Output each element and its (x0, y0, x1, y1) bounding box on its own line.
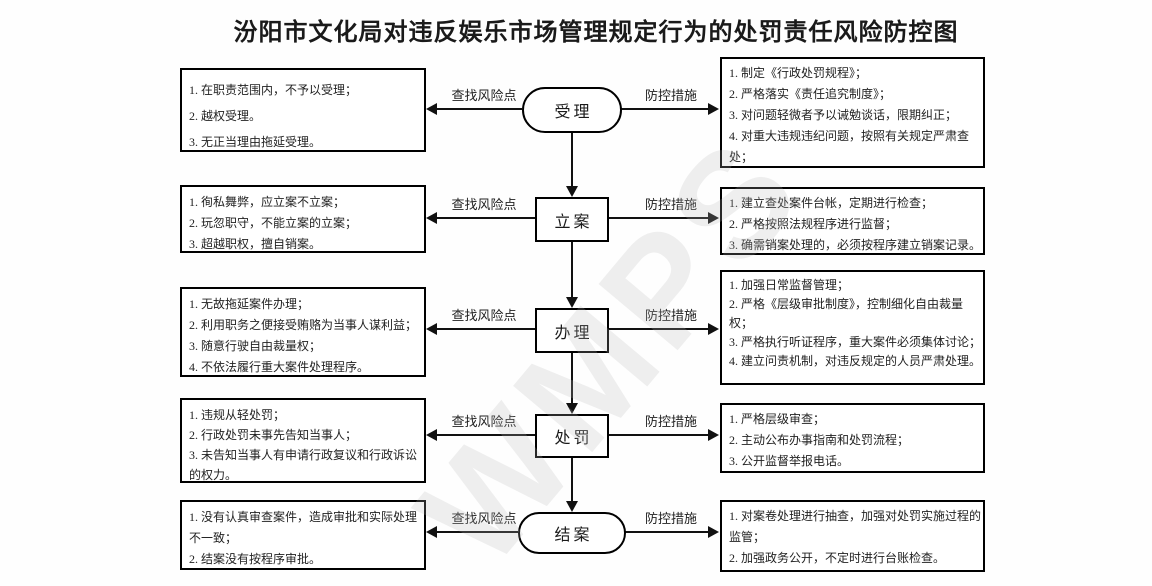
prevention-label: 防控措施 (644, 88, 697, 103)
find-risk-label: 查找风险点 (451, 414, 517, 429)
arrow-head-right-icon (708, 323, 719, 335)
find-risk-label: 查找风险点 (451, 308, 517, 323)
arrow-head-right-icon (708, 103, 719, 115)
stage-node-handle: 办理 (535, 308, 609, 353)
prevention-label: 防控措施 (644, 414, 697, 429)
arrow-head-left-icon (426, 212, 437, 224)
arrow-line (436, 328, 535, 330)
measures-box-file: 1. 建立查处案件台帐，定期进行检查； 2. 严格按照法规程序进行监督； 3. … (720, 187, 985, 255)
arrow-line (436, 531, 518, 533)
arrow-head-left-icon (426, 323, 437, 335)
prevention-label: 防控措施 (644, 197, 697, 212)
arrow-head-right-icon (708, 429, 719, 441)
stage-node-accept: 受理 (522, 87, 622, 133)
arrow-head-down-icon (566, 297, 578, 308)
arrow-line (436, 434, 535, 436)
arrow-head-right-icon (708, 526, 719, 538)
risk-box-close: 1. 没有认真审查案件，造成审批和实际处理不一致； 2. 结案没有按程序审批。 (180, 500, 426, 570)
connector-line (571, 458, 573, 503)
measures-box-close: 1. 对案卷处理进行抽查，加强对处罚实施过程的监管； 2. 加强政务公开，不定时… (720, 500, 985, 572)
arrow-line (608, 434, 708, 436)
arrow-head-down-icon (566, 501, 578, 512)
risk-box-file: 1. 徇私舞弊，应立案不立案； 2. 玩忽职守，不能立案的立案； 3. 超越职权… (180, 185, 426, 253)
arrow-head-left-icon (426, 429, 437, 441)
connector-line (571, 133, 573, 188)
find-risk-label: 查找风险点 (451, 197, 517, 212)
prevention-label: 防控措施 (644, 511, 697, 526)
find-risk-label: 查找风险点 (451, 511, 517, 526)
find-risk-label: 查找风险点 (451, 88, 517, 103)
risk-box-punish: 1. 违规从轻处罚； 2. 行政处罚未事先告知当事人； 3. 未告知当事人有申请… (180, 398, 426, 483)
arrow-line (621, 108, 708, 110)
prevention-label: 防控措施 (644, 308, 697, 323)
measures-box-handle: 1. 加强日常监督管理； 2. 严格《层级审批制度》，控制细化自由裁量权； 3.… (720, 270, 985, 385)
stage-node-close: 结案 (518, 512, 626, 554)
connector-line (571, 353, 573, 405)
arrow-line (625, 531, 708, 533)
arrow-line (436, 217, 535, 219)
arrow-head-down-icon (566, 403, 578, 414)
arrow-line (608, 217, 708, 219)
measures-box-punish: 1. 严格层级审查； 2. 主动公布办事指南和处罚流程； 3. 公开监督举报电话… (720, 403, 985, 473)
risk-box-accept: 1. 在职责范围内，不予以受理； 2. 越权受理。 3. 无正当理由拖延受理。 (180, 68, 426, 152)
arrow-head-left-icon (426, 526, 437, 538)
arrow-head-left-icon (426, 103, 437, 115)
arrow-line (436, 108, 522, 110)
arrow-head-down-icon (566, 186, 578, 197)
diagram-title: 汾阳市文化局对违反娱乐市场管理规定行为的处罚责任风险防控图 (233, 20, 959, 46)
connector-line (571, 242, 573, 299)
arrow-line (608, 328, 708, 330)
arrow-head-right-icon (708, 212, 719, 224)
stage-node-punish: 处罚 (535, 414, 609, 458)
stage-node-file: 立案 (535, 197, 609, 242)
risk-box-handle: 1. 无故拖延案件办理； 2. 利用职务之便接受贿赂为当事人谋利益； 3. 随意… (180, 287, 426, 377)
measures-box-accept: 1. 制定《行政处罚规程》； 2. 严格落实《责任追究制度》； 3. 对问题轻微… (720, 57, 985, 168)
